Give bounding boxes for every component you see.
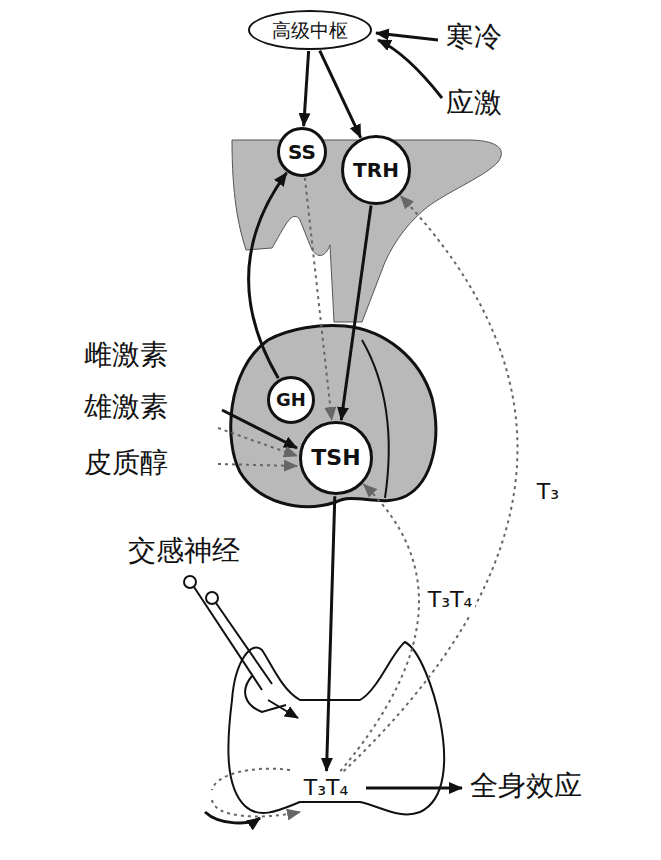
regulation-connector bbox=[320, 51, 361, 138]
label-text: 雌激素 bbox=[84, 340, 168, 371]
hormone-circle: SS bbox=[277, 127, 327, 177]
stimulus-arrow bbox=[378, 40, 442, 98]
label-text: 应激 bbox=[446, 88, 502, 119]
node-text: TRH bbox=[353, 159, 399, 181]
stimulus-arrow bbox=[376, 33, 438, 40]
regulation-connector bbox=[341, 206, 371, 421]
effect-arrow bbox=[366, 787, 462, 790]
label-text: 雄激素 bbox=[84, 392, 168, 423]
label-text: 寒冷 bbox=[446, 22, 502, 53]
center-ellipse: 高级中枢 bbox=[248, 10, 372, 50]
node-text: TSH bbox=[311, 446, 360, 470]
node-text: 高级中枢 bbox=[272, 20, 348, 41]
sympathetic-nerve bbox=[184, 576, 298, 718]
hormone-circle: TRH bbox=[341, 135, 411, 205]
regulation-connector bbox=[327, 496, 335, 771]
hormone-arrow bbox=[218, 428, 297, 456]
regulation-connector bbox=[249, 173, 287, 378]
edge-label: T₃T₄ bbox=[425, 586, 476, 614]
local-loop bbox=[212, 769, 300, 817]
node-text: SS bbox=[288, 141, 316, 163]
local-loop-tail bbox=[205, 812, 260, 823]
label-text: 全身效应 bbox=[470, 771, 582, 802]
label-text: 交感神经 bbox=[128, 536, 240, 567]
label-text: 皮质醇 bbox=[84, 448, 168, 479]
thyroid-hormone-text: T₃T₄ bbox=[294, 772, 358, 804]
regulation-connector bbox=[304, 51, 309, 126]
node-text: T₃T₄ bbox=[304, 776, 349, 800]
hormone-circle: GH bbox=[267, 376, 315, 424]
edge-label: T₃ bbox=[534, 478, 562, 506]
feedback-connector bbox=[344, 196, 518, 771]
hormone-arrow bbox=[218, 464, 297, 466]
node-text: GH bbox=[276, 390, 306, 410]
feedback-connector bbox=[340, 484, 419, 771]
pituitary bbox=[231, 326, 436, 507]
hormone-circle: TSH bbox=[299, 421, 374, 496]
